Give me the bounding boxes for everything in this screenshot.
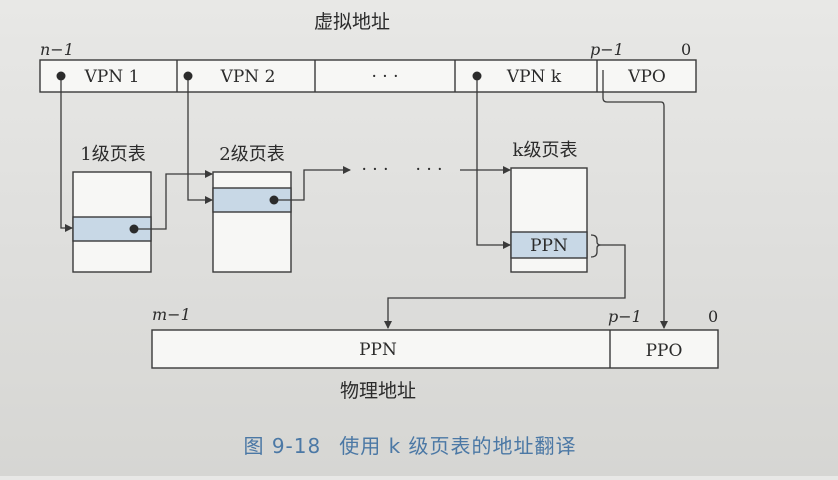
pa-msb-label: m−1 [152,305,191,324]
table-k-ppn-entry: PPN [530,236,568,256]
figure-caption: 图 9-18 使用 k 级页表的地址翻译 [0,430,838,459]
pa-field-ppo: PPO [646,341,683,361]
vpn1-pointer-dot [56,71,66,81]
vpnk-pointer-dot [472,71,482,81]
va-p-label: p−1 [590,40,624,59]
page-table-1 [72,171,152,273]
pointer-arrows [60,70,668,329]
physical-address-title: 物理地址 [340,380,416,402]
table2-entry-dot [269,195,279,205]
page-table-k-label: k级页表 [513,140,578,161]
va-field-vpn1: VPN 1 [84,67,140,87]
vpn2-pointer-dot [183,71,193,81]
page-table-1-label: 1级页表 [80,144,145,165]
virtual-address-register [39,59,697,93]
page-table-2-label: 2级页表 [219,144,284,165]
va-field-vpnk: VPN k [506,67,562,87]
table1-entry-dot [129,224,139,234]
page-table-k [510,167,588,273]
va-msb-label: n−1 [40,40,74,59]
figure-number: 图 9-18 [243,434,322,458]
page-table-2 [212,171,292,273]
va-field-vpo: VPO [627,67,666,87]
figure-caption-text: 使用 k 级页表的地址翻译 [339,434,577,458]
va-zero-label: 0 [681,40,691,59]
pa-field-ppn: PPN [359,340,397,360]
pa-p-label: p−1 [608,307,642,326]
virtual-address-title: 虚拟地址 [314,11,390,33]
intermediate-tables-ellipsis: · · · · · · [361,160,442,180]
va-field-vpn2: VPN 2 [220,67,276,87]
physical-address-register [151,329,719,369]
va-field-ellipsis: · · · [371,67,398,87]
pa-zero-label: 0 [708,307,718,326]
